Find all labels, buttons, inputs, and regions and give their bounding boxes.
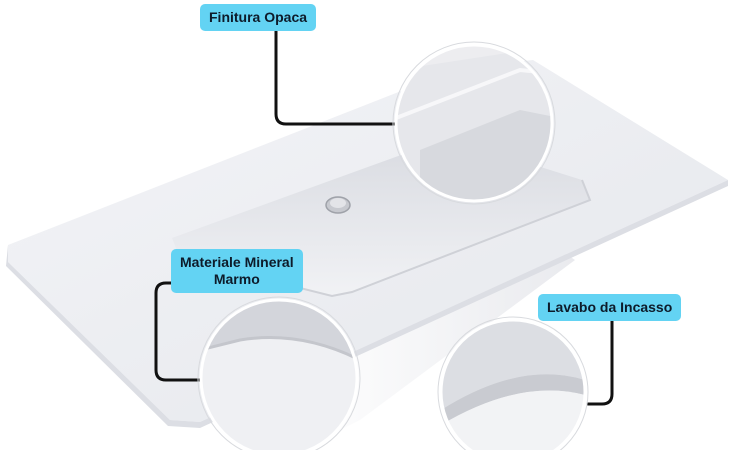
basin-skirt [300,250,575,445]
zoom-lens-lavabo [437,316,589,450]
callout-lavabo-da-incasso: Lavabo da Incasso [538,294,682,321]
callout-finitura-label: Finitura Opaca [209,9,308,25]
callout-materiale-line2: Marmo [213,271,260,287]
callout-materiale-line1: Materiale Mineral [180,254,294,270]
leader-line-lavabo [586,318,614,406]
leader-line-finitura [274,28,398,126]
leader-line-materiale [154,281,218,382]
zoom-lens-materiale [197,296,361,450]
callout-finitura-opaca: Finitura Opaca [200,4,317,31]
callout-materiale-mineral: Materiale Mineral Marmo [171,249,303,293]
callout-lavabo-label: Lavabo da Incasso [547,299,673,315]
